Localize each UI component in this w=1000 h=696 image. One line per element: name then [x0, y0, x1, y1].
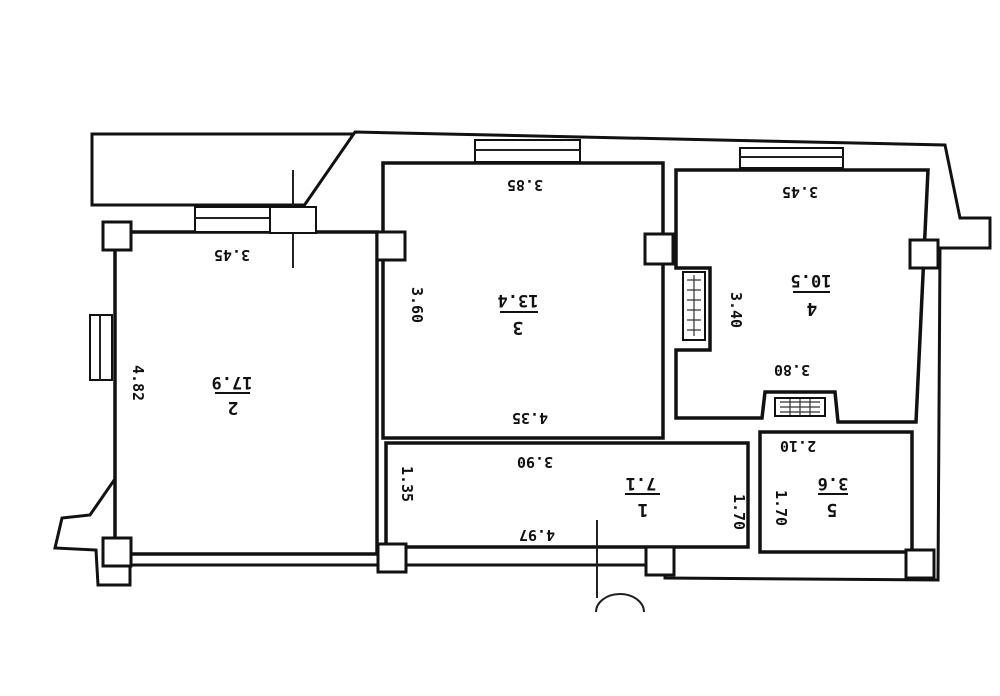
room-4-labels: 3.45 3.40 10.5 4 3.80	[727, 183, 831, 379]
ventilation-shafts	[682, 271, 826, 417]
column	[644, 545, 676, 577]
column	[101, 220, 133, 252]
room-1-number: 1	[638, 499, 649, 520]
room-1-area: 7.1	[626, 473, 657, 493]
room-1-dim-right: 1.70	[730, 494, 748, 530]
column	[908, 238, 940, 270]
room-3-labels: 3.85 3.60 13.4 3 4.35	[408, 176, 548, 427]
room-1-dim-top: 3.90	[517, 453, 553, 471]
window-top-room2	[194, 206, 271, 233]
room-5-labels: 2.10 1.70 3.6 5	[772, 437, 848, 526]
stamp	[595, 593, 645, 613]
room-3-area: 13.4	[498, 290, 539, 310]
room-4-dim-left: 3.40	[727, 292, 745, 328]
room-2-labels: 3.45 4.82 17.9 2	[129, 246, 252, 418]
room-5-number: 5	[827, 499, 838, 520]
room-4-dim-bottom: 3.80	[774, 361, 810, 379]
room-4-number: 4	[806, 298, 817, 319]
room-4-dim-top: 3.45	[782, 183, 818, 201]
room-2-dim-top: 3.45	[214, 246, 250, 264]
room-2-area: 17.9	[212, 372, 253, 392]
column	[643, 232, 675, 266]
column	[101, 536, 133, 568]
room-3-dim-left: 3.60	[408, 287, 426, 323]
door-marks	[269, 170, 598, 598]
room-5-dim-left: 1.70	[772, 490, 790, 526]
room-5-area: 3.6	[818, 473, 849, 493]
column	[375, 230, 407, 262]
room-4-outline	[674, 168, 930, 424]
room-1-dim-left: 1.35	[398, 466, 416, 502]
columns	[101, 220, 940, 580]
room-3-number: 3	[513, 317, 524, 338]
room-3-dim-top: 3.85	[507, 176, 543, 194]
room-1-outline	[384, 441, 750, 549]
room-1-labels: 3.90 1.35 7.1 1 4.97 1.70	[398, 453, 748, 544]
room-5-outline	[758, 430, 914, 554]
room-3-dim-bottom: 4.35	[512, 409, 548, 427]
room-4-area: 10.5	[791, 270, 832, 290]
room-2-number: 2	[228, 397, 239, 418]
room-2-dim-left: 4.82	[129, 365, 147, 401]
room-1-dim-bottom: 4.97	[519, 526, 555, 544]
room-5-dim-top: 2.10	[780, 437, 816, 455]
column	[376, 542, 408, 574]
column	[904, 548, 936, 580]
